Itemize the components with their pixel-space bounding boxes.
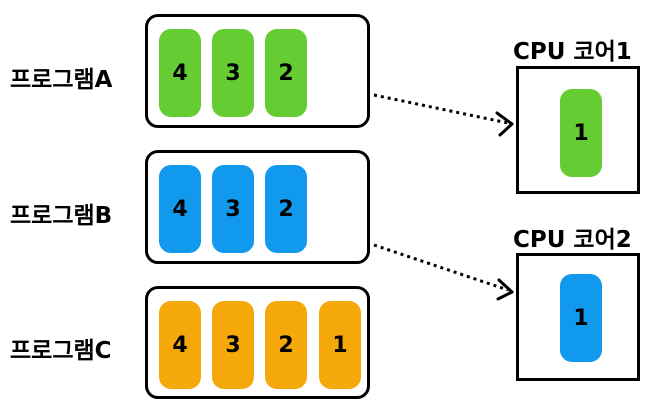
program-b-task: 4 [159, 165, 201, 253]
cpu-core-1-box: 1 [516, 66, 640, 194]
program-c-task: 2 [265, 301, 307, 389]
arrow-a-to-core1 [373, 93, 509, 125]
program-c-task: 4 [159, 301, 201, 389]
program-b-task: 3 [212, 165, 254, 253]
program-a-task: 2 [265, 29, 307, 117]
program-c-label: 프로그램C [10, 338, 112, 364]
arrow-b-to-core2 [373, 243, 509, 292]
cpu-core-2-box: 1 [516, 253, 640, 381]
program-a-task: 4 [159, 29, 201, 117]
program-c-box: 4 3 2 1 [145, 286, 370, 399]
program-a-task: 3 [212, 29, 254, 117]
program-c-task: 3 [212, 301, 254, 389]
cpu-core-1-task: 1 [560, 89, 602, 177]
arrow-b-head-icon [496, 278, 514, 301]
cpu-core-1-label: CPU 코어1 [513, 39, 632, 65]
program-a-label: 프로그램A [10, 67, 113, 93]
cpu-core-2-label: CPU 코어2 [513, 227, 632, 253]
program-c-task: 1 [319, 301, 361, 389]
program-b-box: 4 3 2 [145, 150, 370, 264]
arrow-a-head-icon [495, 111, 514, 137]
program-b-label: 프로그램B [10, 203, 113, 229]
cpu-core-2-task: 1 [560, 274, 602, 362]
program-b-task: 2 [265, 165, 307, 253]
program-a-box: 4 3 2 [145, 14, 370, 128]
